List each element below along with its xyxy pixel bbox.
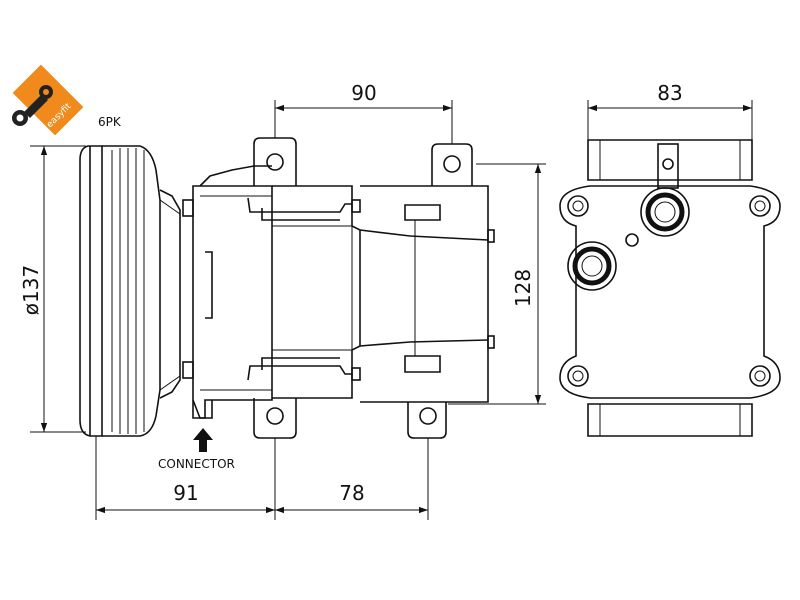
mount-lug-bottom-right xyxy=(407,402,447,439)
dim-83-label: 83 xyxy=(657,81,682,105)
connector-arrow-icon xyxy=(193,428,213,452)
wrench-icon xyxy=(12,85,53,126)
dimension-lines xyxy=(30,100,753,520)
belt-label: 6PK xyxy=(98,115,122,129)
rear-view xyxy=(559,139,781,437)
pulley xyxy=(79,145,181,437)
dim-90-label: 90 xyxy=(351,81,376,105)
discharge-port xyxy=(567,241,617,291)
mount-lug-bottom-left xyxy=(253,398,297,439)
mount-lug-top-right xyxy=(431,143,473,186)
dim-128-label: 128 xyxy=(511,269,535,307)
connector-label: CONNECTOR xyxy=(158,457,235,471)
easyfit-logo: easyfit xyxy=(12,64,84,136)
suction-port xyxy=(640,187,690,237)
dim-78-label: 78 xyxy=(339,481,364,505)
dim-91-label: 91 xyxy=(173,481,198,505)
compressor-body xyxy=(182,165,495,419)
dim-137-label: ø137 xyxy=(19,265,43,315)
connector-marker: CONNECTOR xyxy=(158,428,235,471)
mount-lug-top-left xyxy=(253,137,297,186)
